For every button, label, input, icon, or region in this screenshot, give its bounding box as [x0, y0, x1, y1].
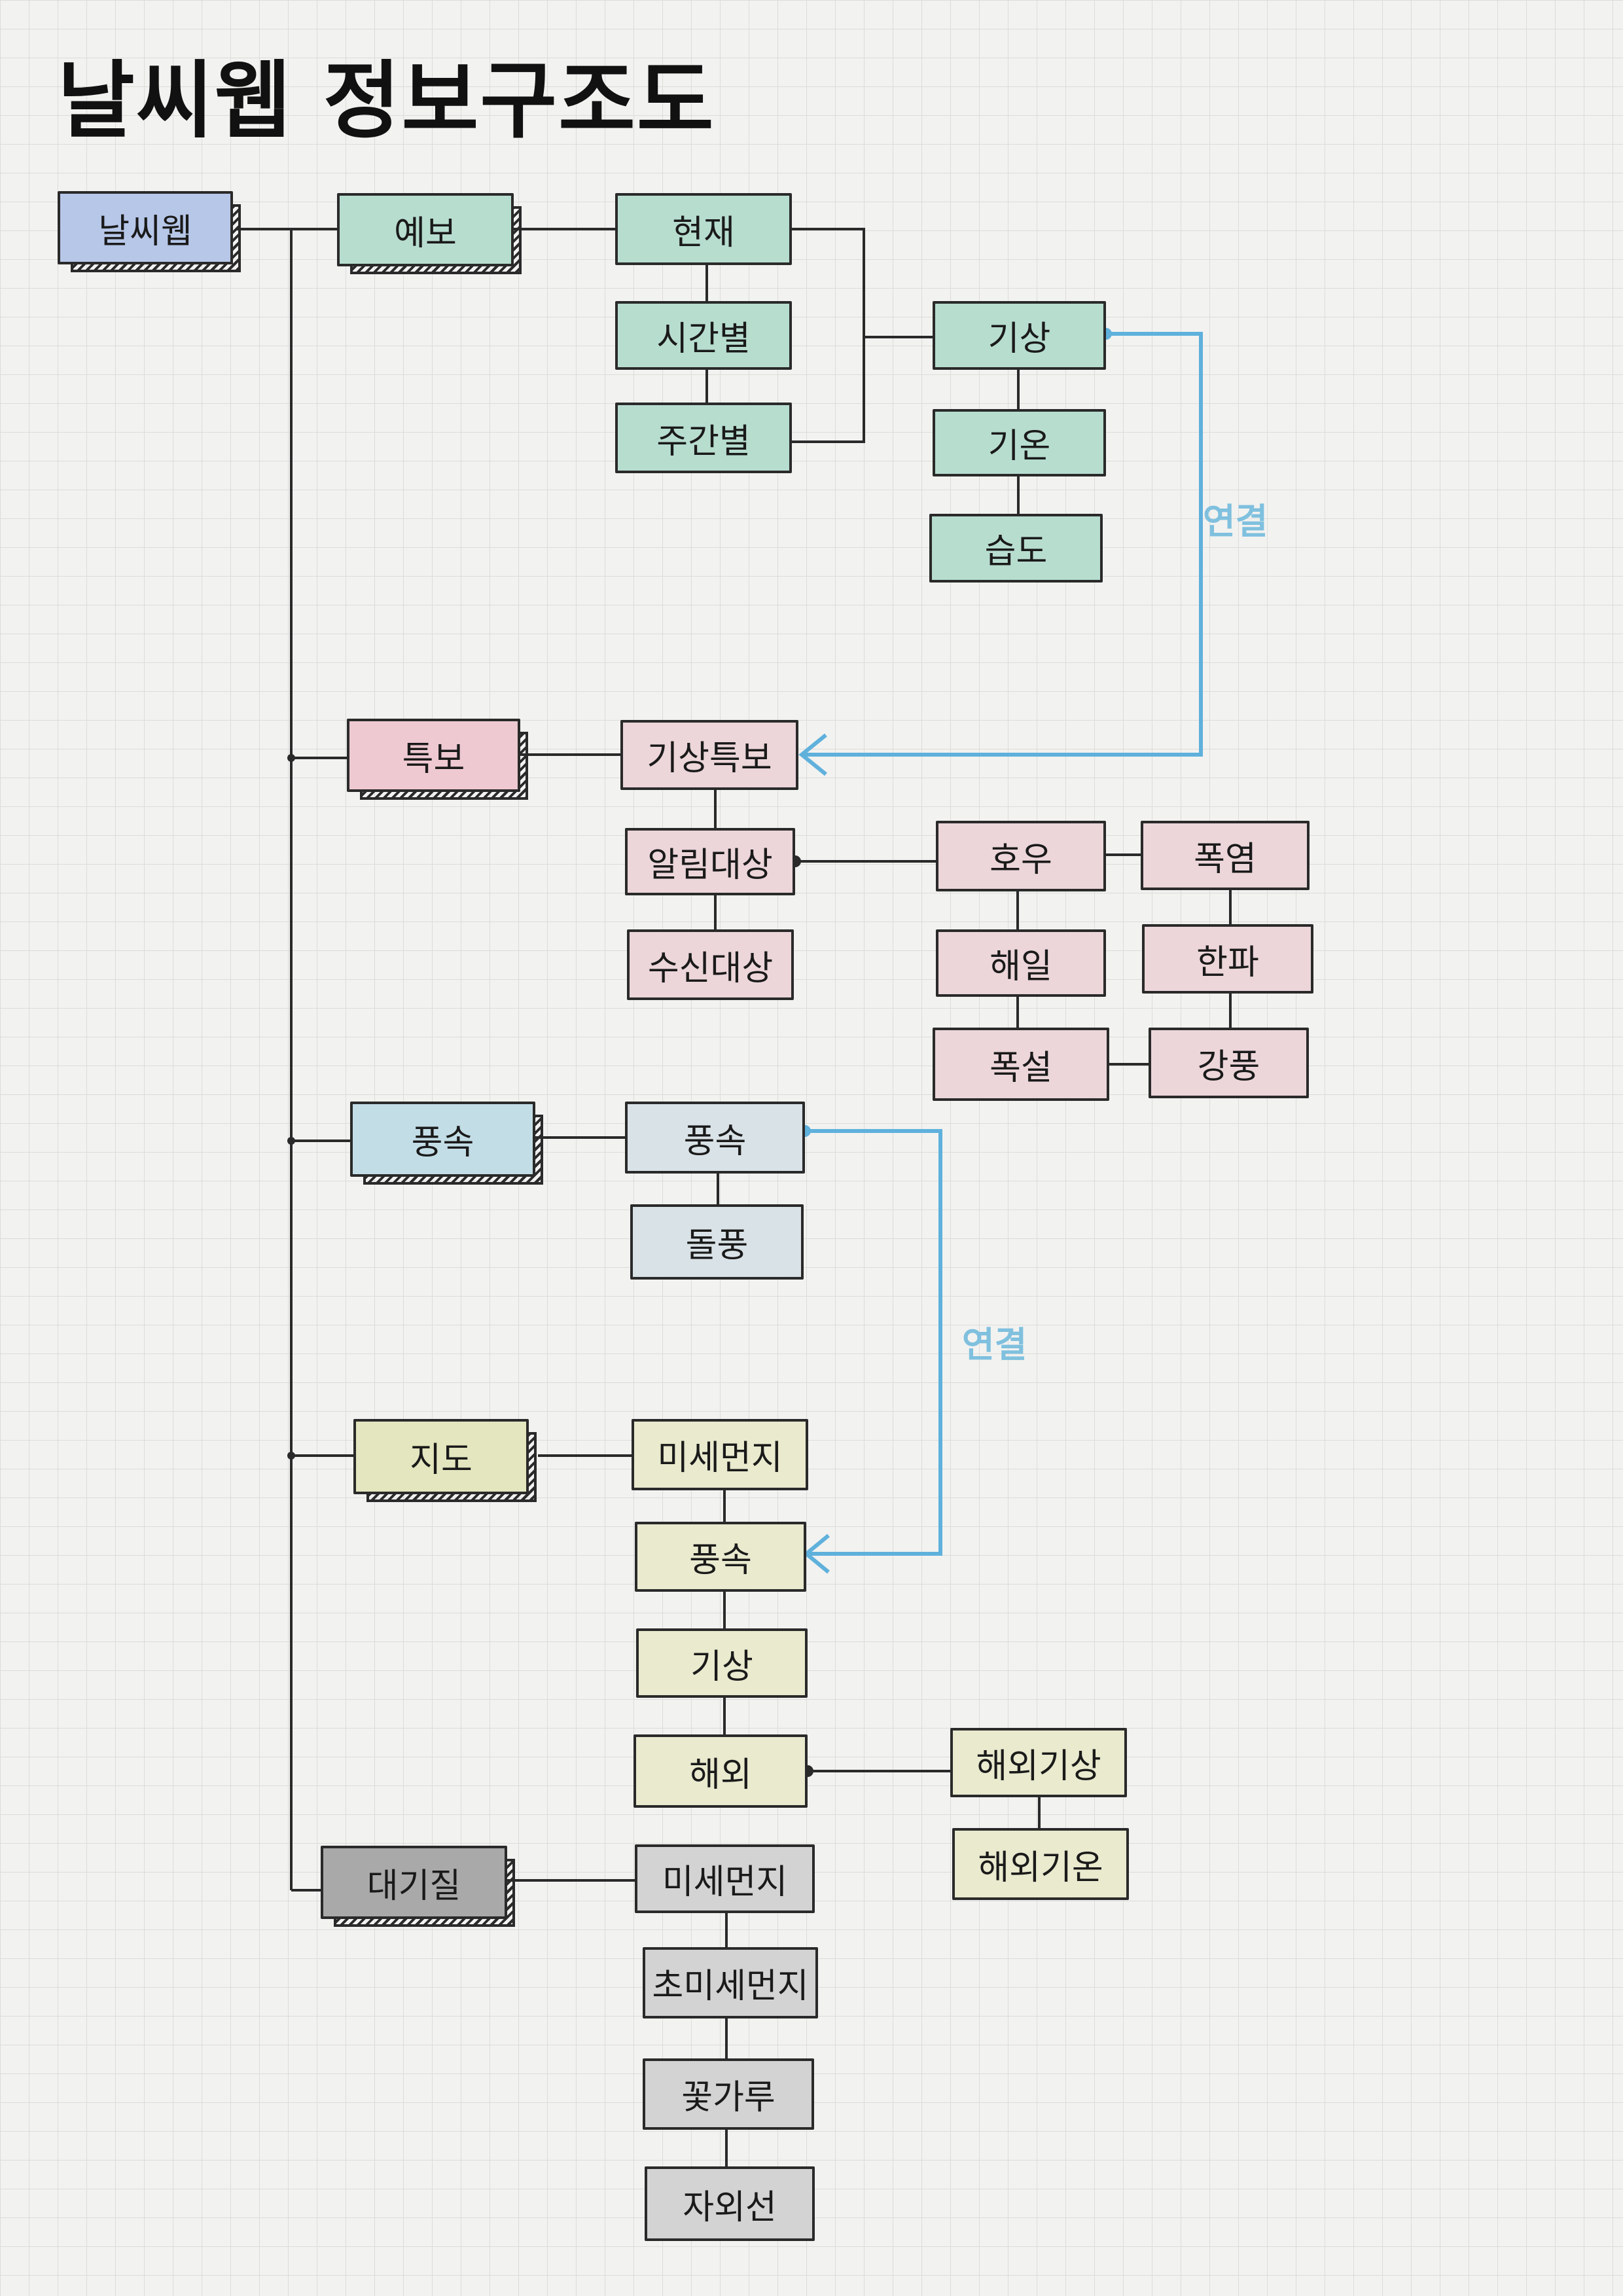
alert-node: 한파	[1142, 924, 1313, 994]
overseas-node: 해외기온	[952, 1828, 1129, 1900]
link-label: 연결	[1203, 501, 1268, 542]
alert-node: 폭설	[933, 1028, 1109, 1101]
map-item-node: 미세먼지	[632, 1419, 808, 1490]
special-report-main-node: 기상특보	[620, 720, 798, 790]
special-report-sub-node: 알림대상	[625, 828, 795, 895]
wind-item-node: 돌풍	[630, 1204, 804, 1280]
alert-node: 호우	[936, 821, 1106, 891]
forecast-period-node: 시간별	[615, 301, 792, 370]
link-label: 연결	[962, 1324, 1027, 1365]
forecast-period-node: 주간별	[615, 403, 792, 473]
category-air-quality: 대기질	[321, 1846, 515, 1927]
map-item-node: 해외	[633, 1734, 808, 1808]
root-node: 날씨웹	[58, 191, 241, 272]
map-item-node: 기상	[636, 1628, 808, 1698]
forecast-period-node: 현재	[615, 193, 792, 265]
alert-node: 강풍	[1149, 1028, 1309, 1098]
air-item-node: 꽃가루	[643, 2058, 814, 2130]
map-item-node: 풍속	[635, 1522, 806, 1592]
forecast-item-node: 습도	[929, 514, 1103, 583]
forecast-item-node: 기온	[933, 409, 1106, 476]
air-item-node: 초미세먼지	[643, 1947, 818, 2018]
overseas-node: 해외기상	[950, 1728, 1127, 1797]
air-item-node: 자외선	[645, 2166, 815, 2241]
forecast-item-node: 기상	[933, 301, 1106, 370]
air-item-node: 미세먼지	[635, 1844, 815, 1913]
category-forecast: 예보	[337, 193, 522, 274]
alert-node: 폭염	[1141, 821, 1310, 890]
category-wind: 풍속	[350, 1102, 543, 1185]
link-arrows	[798, 332, 1203, 1574]
wind-item-node: 풍속	[625, 1102, 805, 1174]
page-title: 날씨웹 정보구조도	[58, 52, 715, 150]
category-map: 지도	[353, 1419, 537, 1502]
special-report-sub-node: 수신대상	[627, 929, 794, 1000]
category-special-report: 특보	[347, 719, 528, 800]
alert-node: 해일	[936, 929, 1106, 997]
